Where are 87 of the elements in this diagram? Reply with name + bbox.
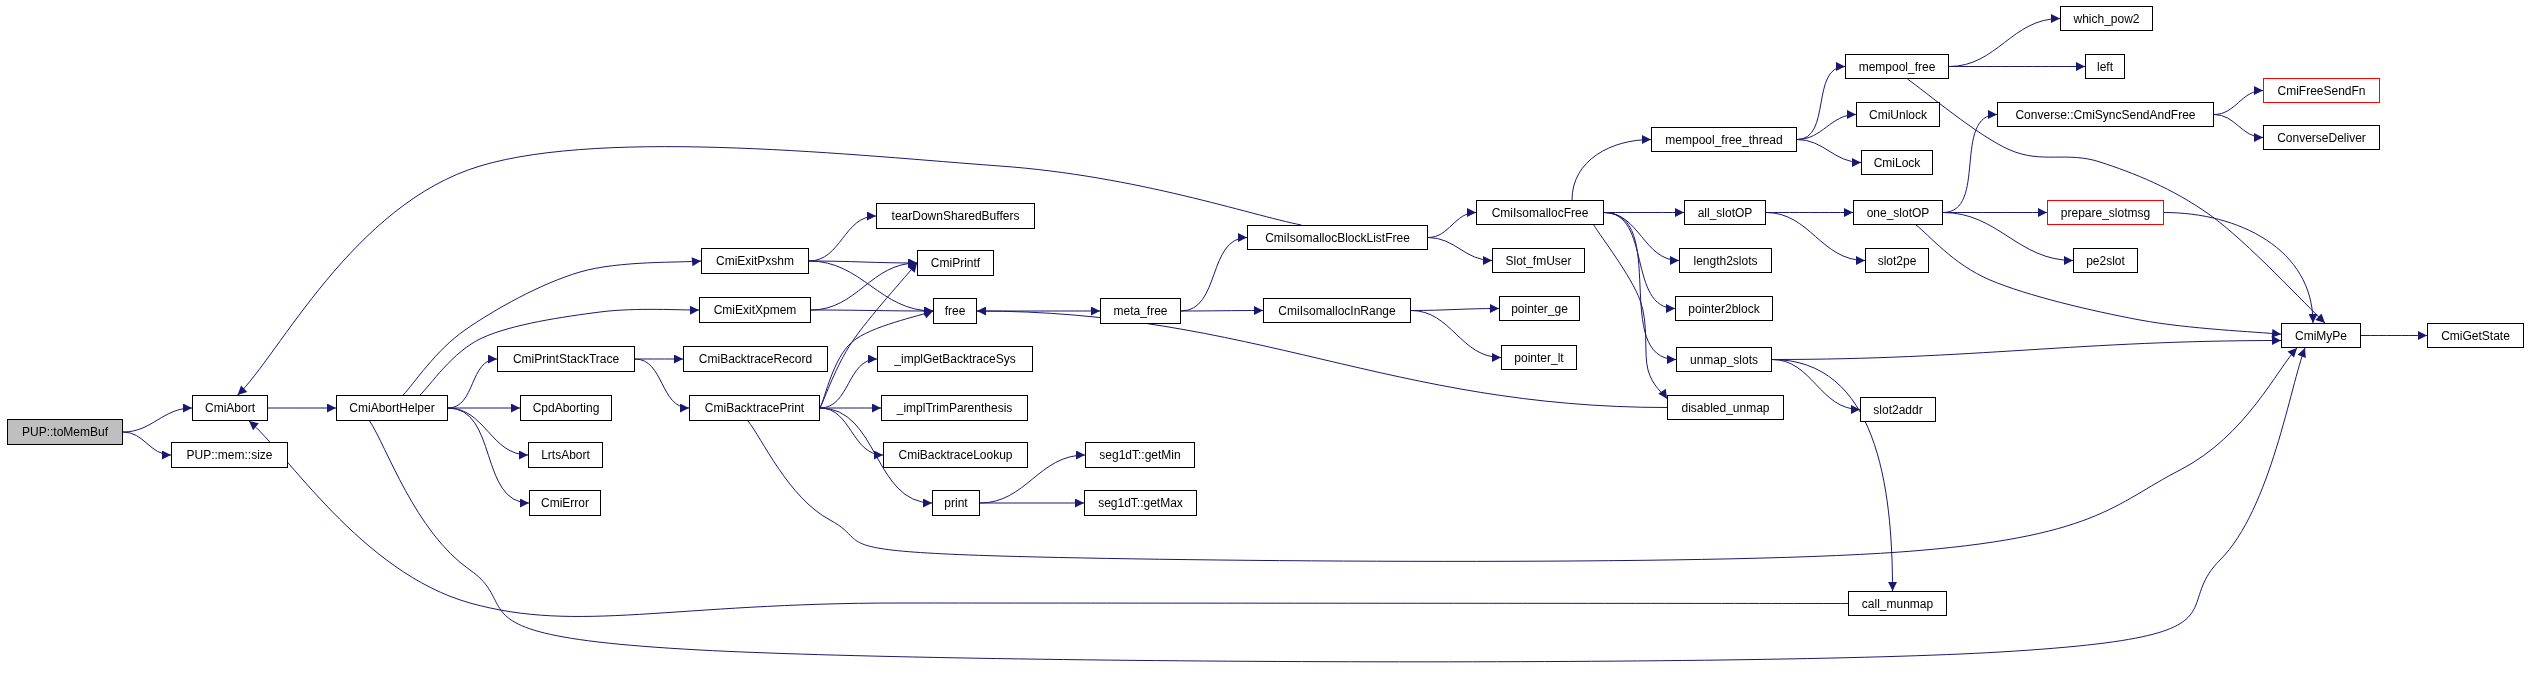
function-box: CpdAborting bbox=[520, 395, 612, 421]
call-arrow bbox=[634, 358, 690, 412]
call-arrow bbox=[1603, 212, 1677, 363]
call-arrow bbox=[369, 347, 2307, 663]
function-box: free bbox=[933, 298, 977, 324]
function-box: CmiBacktraceRecord bbox=[683, 346, 828, 372]
call-arrow bbox=[810, 306, 934, 316]
function-box: pointer_ge bbox=[1499, 296, 1580, 321]
function-box: CmiPrintStackTrace bbox=[497, 346, 635, 372]
call-arrow bbox=[1915, 224, 2282, 338]
call-arrow bbox=[1942, 212, 2074, 265]
function-box: CmiAbortHelper bbox=[336, 395, 448, 421]
call-arrow bbox=[1796, 139, 1862, 167]
call-arrow bbox=[122, 404, 193, 433]
function-box: length2slots bbox=[1679, 248, 1772, 273]
function-box: CmiAbort bbox=[192, 395, 268, 421]
function-box: CmiIsomallocInRange bbox=[1263, 298, 1411, 323]
call-arrow bbox=[819, 355, 878, 409]
call-arrow bbox=[237, 146, 1302, 396]
function-box: PUP::toMemBuf bbox=[7, 419, 123, 445]
function-box: CmiFreeSendFn bbox=[2263, 78, 2380, 103]
call-arrow bbox=[1771, 359, 1897, 592]
function-box: slot2pe bbox=[1865, 248, 1929, 273]
function-box: CmiMyPe bbox=[2281, 323, 2361, 348]
function-box: CmiExitPxshm bbox=[701, 248, 809, 274]
call-arrow bbox=[2213, 114, 2264, 142]
function-box: disabled_unmap bbox=[1667, 395, 1784, 420]
function-box: _implGetBacktraceSys bbox=[877, 346, 1033, 372]
function-box: CmiBacktraceLookup bbox=[883, 442, 1028, 468]
call-arrow bbox=[1593, 224, 1668, 400]
function-box: seg1dT::getMin bbox=[1085, 442, 1195, 468]
function-box: prepare_slotmsg bbox=[2047, 200, 2164, 225]
function-box: CmiLock bbox=[1861, 150, 1933, 175]
call-arrow bbox=[747, 347, 2298, 562]
call-arrow bbox=[976, 306, 1668, 408]
function-box: CmiGetState bbox=[2427, 323, 2524, 348]
call-arrow bbox=[819, 407, 933, 507]
call-arrow bbox=[808, 212, 877, 262]
function-box: CmiIsomallocFree bbox=[1476, 200, 1604, 225]
function-box: ConverseDeliver bbox=[2263, 125, 2380, 150]
function-box: mempool_free_thread bbox=[1651, 127, 1797, 152]
function-box: left bbox=[2085, 54, 2125, 79]
call-arrow bbox=[447, 407, 530, 506]
call-arrow bbox=[819, 309, 934, 409]
function-box: which_pow2 bbox=[2060, 6, 2153, 31]
function-box: pe2slot bbox=[2073, 248, 2138, 273]
function-box: seg1dT::getMax bbox=[1084, 490, 1197, 516]
function-box: unmap_slots bbox=[1676, 347, 1772, 372]
function-box: PUP::mem::size bbox=[171, 442, 288, 468]
function-box: mempool_free bbox=[1845, 54, 1949, 79]
function-box: CmiPrintf bbox=[917, 250, 994, 276]
call-arrow bbox=[1765, 212, 1866, 265]
function-box: CmiIsomallocBlockListFree bbox=[1247, 225, 1428, 250]
function-box: slot2addr bbox=[1860, 397, 1936, 422]
function-box: CmiExitXpmem bbox=[699, 297, 811, 323]
function-box: Slot_fmUser bbox=[1492, 248, 1585, 273]
call-arrow bbox=[1948, 62, 2086, 71]
call-arrow bbox=[122, 431, 172, 459]
function-box: all_slotOP bbox=[1684, 200, 1766, 225]
call-arrow bbox=[1427, 237, 1493, 265]
call-arrow bbox=[979, 498, 1085, 508]
function-box: Converse::CmiSyncSendAndFree bbox=[1997, 102, 2214, 127]
call-arrow bbox=[248, 420, 1849, 617]
function-box: pointer_lt bbox=[1501, 345, 1577, 370]
function-box: CmiBacktracePrint bbox=[689, 395, 820, 421]
function-box: meta_free bbox=[1100, 298, 1181, 324]
function-box: print bbox=[932, 490, 980, 516]
function-box: LrtsAbort bbox=[528, 442, 603, 468]
function-box: tearDownSharedBuffers bbox=[876, 203, 1035, 229]
call-arrow bbox=[979, 451, 1086, 504]
call-arrow bbox=[1410, 310, 1502, 362]
call-arrow bbox=[1571, 135, 1652, 201]
call-arrow bbox=[1180, 306, 1264, 315]
call-arrow bbox=[402, 257, 702, 396]
call-arrow bbox=[419, 305, 700, 396]
call-arrow bbox=[810, 259, 918, 311]
function-box: CmiError bbox=[529, 490, 601, 516]
function-box: _implTrimParenthesis bbox=[881, 395, 1028, 421]
function-box: call_munmap bbox=[1848, 591, 1947, 616]
call-arrow bbox=[2360, 331, 2428, 340]
call-arrow bbox=[267, 403, 337, 413]
function-box: CmiUnlock bbox=[1856, 102, 1940, 127]
call-arrow bbox=[2163, 212, 2317, 324]
function-box: pointer2block bbox=[1675, 296, 1773, 321]
call-arrow bbox=[1906, 78, 2326, 324]
call-arrow bbox=[447, 355, 498, 409]
function-box: one_slotOP bbox=[1853, 200, 1943, 225]
